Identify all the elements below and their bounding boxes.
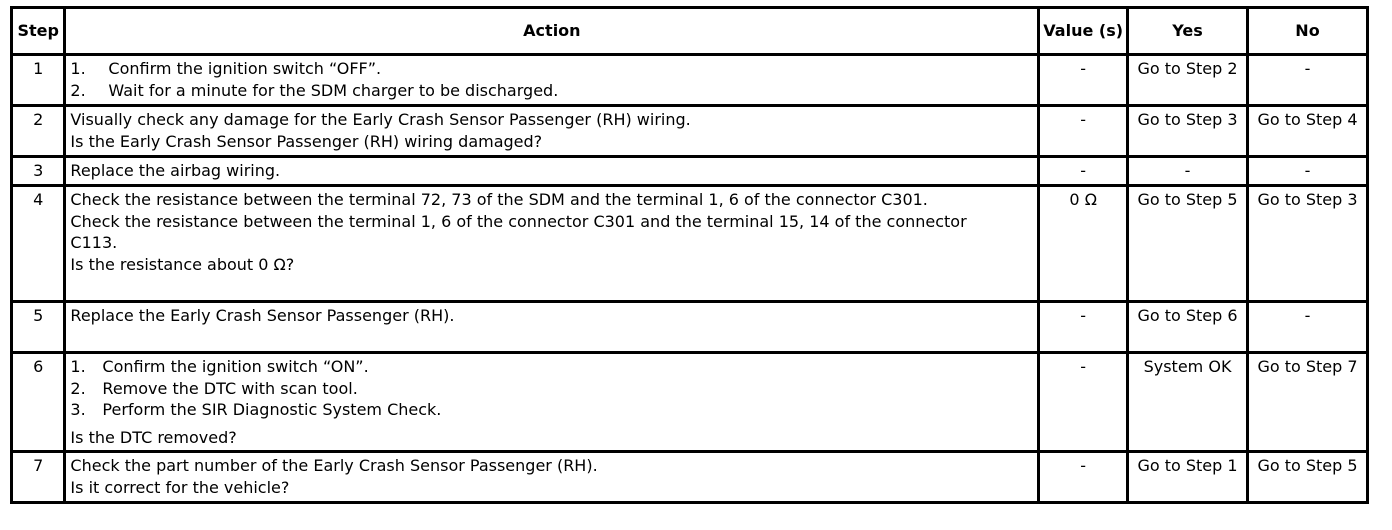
action-cell: Replace the airbag wiring.: [63, 155, 1041, 187]
value-cell: -: [1037, 300, 1130, 354]
action-cell: 1.Confirm the ignition switch “ON”. 2.Re…: [63, 351, 1041, 453]
no-cell: Go to Step 7: [1246, 351, 1369, 453]
table-row-step-5: 5 Replace the Early Crash Sensor Passeng…: [9, 300, 1369, 354]
value-cell: -: [1037, 450, 1130, 504]
action-cell: Replace the Early Crash Sensor Passenger…: [63, 300, 1041, 354]
no-cell: Go to Step 5: [1246, 450, 1369, 504]
action-question: Is the DTC removed?: [70, 427, 237, 447]
no-cell: -: [1246, 53, 1369, 107]
action-item: 2.Remove the DTC with scan tool.: [70, 378, 358, 398]
action-cell: Check the resistance between the termina…: [63, 184, 1041, 303]
action-line: Check the resistance between the termina…: [70, 190, 928, 209]
action-line: Replace the airbag wiring.: [70, 161, 281, 180]
value-cell: -: [1037, 351, 1130, 453]
table-row-step-1: 1 1.Confirm the ignition switch “OFF”. 2…: [9, 53, 1369, 107]
action-line: Visually check any damage for the Early …: [70, 110, 691, 129]
step-number: 7: [9, 450, 67, 504]
diagnostic-table: Step Action Value (s) Yes No 1 1.Confirm…: [9, 6, 1369, 504]
yes-cell: System OK: [1126, 351, 1249, 453]
action-cell: Check the part number of the Early Crash…: [63, 450, 1041, 504]
step-number: 1: [9, 53, 67, 107]
yes-cell: Go to Step 6: [1126, 300, 1249, 354]
yes-cell: Go to Step 1: [1126, 450, 1249, 504]
step-number: 3: [9, 155, 67, 187]
action-question: Is the Early Crash Sensor Passenger (RH)…: [70, 131, 543, 151]
table-row-step-4: 4 Check the resistance between the termi…: [9, 184, 1369, 303]
header-no: No: [1246, 6, 1369, 56]
no-cell: -: [1246, 300, 1369, 354]
step-number: 2: [9, 104, 67, 158]
header-value: Value (s): [1037, 6, 1130, 56]
yes-cell: Go to Step 5: [1126, 184, 1249, 303]
step-number: 5: [9, 300, 67, 354]
no-cell: Go to Step 4: [1246, 104, 1369, 158]
header-action: Action: [63, 6, 1041, 56]
table-row-step-3: 3 Replace the airbag wiring. - - -: [9, 155, 1369, 187]
no-cell: Go to Step 3: [1246, 184, 1369, 303]
yes-cell: Go to Step 2: [1126, 53, 1249, 107]
action-item: 3.Perform the SIR Diagnostic System Chec…: [70, 400, 442, 419]
table-row-step-7: 7 Check the part number of the Early Cra…: [9, 450, 1369, 504]
action-question: Is it correct for the vehicle?: [70, 477, 290, 497]
action-item: 1.Confirm the ignition switch “OFF”.: [70, 59, 382, 78]
header-step: Step: [9, 6, 67, 56]
table-row-step-6: 6 1.Confirm the ignition switch “ON”. 2.…: [9, 351, 1369, 453]
step-number: 4: [9, 184, 67, 303]
table-row-step-2: 2 Visually check any damage for the Earl…: [9, 104, 1369, 158]
action-cell: Visually check any damage for the Early …: [63, 104, 1041, 158]
action-line: Replace the Early Crash Sensor Passenger…: [70, 306, 455, 325]
step-number: 6: [9, 351, 67, 453]
value-cell: -: [1037, 53, 1130, 107]
yes-cell: Go to Step 3: [1126, 104, 1249, 158]
action-line: Check the resistance between the termina…: [70, 211, 967, 253]
action-item: 2.Wait for a minute for the SDM charger …: [70, 80, 559, 100]
action-item: 1.Confirm the ignition switch “ON”.: [70, 357, 369, 376]
action-cell: 1.Confirm the ignition switch “OFF”. 2.W…: [63, 53, 1041, 107]
table-header-row: Step Action Value (s) Yes No: [9, 6, 1369, 56]
value-cell: -: [1037, 155, 1130, 187]
value-cell: -: [1037, 104, 1130, 158]
action-question: Is the resistance about 0 Ω?: [70, 254, 295, 274]
value-cell: 0 Ω: [1037, 184, 1130, 303]
header-yes: Yes: [1126, 6, 1249, 56]
yes-cell: -: [1126, 155, 1249, 187]
action-line: Check the part number of the Early Crash…: [70, 456, 598, 475]
no-cell: -: [1246, 155, 1369, 187]
